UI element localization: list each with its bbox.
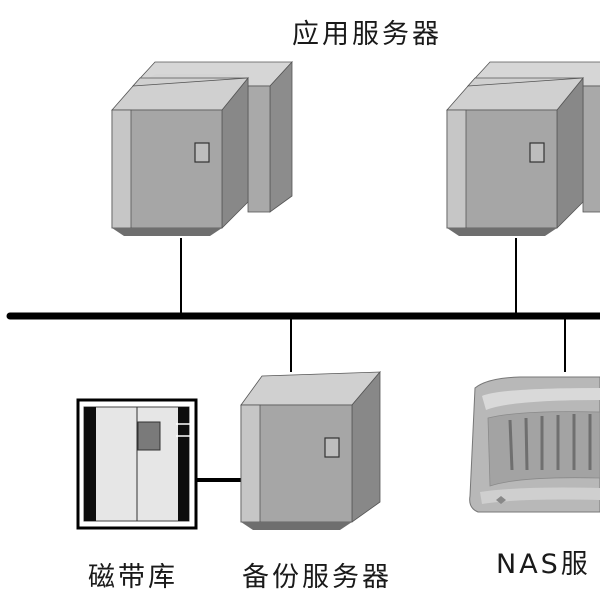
network-links (6, 238, 600, 482)
tape-library-label: 磁带库 (88, 562, 178, 593)
backup-server-label: 备份服务器 (242, 562, 392, 593)
nas-label: NAS服 (496, 549, 591, 580)
backup-server (240, 370, 381, 530)
app-server-1-front (111, 74, 249, 236)
app-server-2-front (446, 76, 584, 236)
nas-device (469, 376, 600, 513)
app-servers-label: 应用服务器 (292, 19, 442, 50)
tape-library (76, 398, 198, 530)
app-server-2 (446, 61, 600, 236)
app-server-1 (111, 60, 293, 236)
